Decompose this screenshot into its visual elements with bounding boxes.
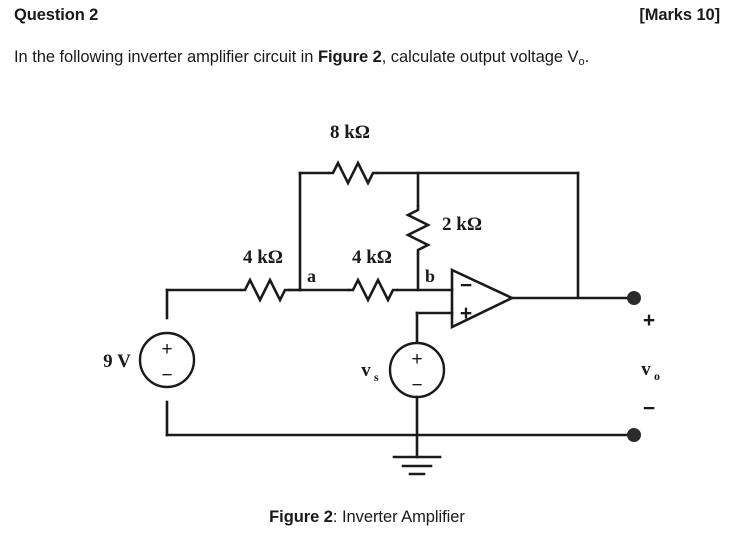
source-9v-plus-sign: + bbox=[161, 339, 172, 360]
marks-badge: [Marks 10] bbox=[639, 6, 720, 24]
output-terminal-positive-dot bbox=[627, 291, 641, 305]
output-voltage-label: v bbox=[641, 359, 651, 380]
question-header: Question 2 [Marks 10] bbox=[14, 6, 720, 30]
source-9v-label: 9 V bbox=[103, 351, 131, 372]
figure-caption-label: Figure 2 bbox=[269, 508, 333, 526]
output-voltage-label-subscript: o bbox=[654, 369, 660, 383]
node-b-label: b bbox=[425, 266, 435, 286]
output-terminal-negative-dot bbox=[627, 428, 641, 442]
source-vs-label: v bbox=[361, 360, 371, 381]
resistor-4k-right-label: 4 kΩ bbox=[352, 247, 392, 268]
node-a-label: a bbox=[307, 266, 316, 286]
question-prompt: In the following inverter amplifier circ… bbox=[14, 44, 720, 72]
resistor-4k-right-symbol bbox=[348, 277, 398, 303]
figure-caption-text: : Inverter Amplifier bbox=[332, 508, 465, 526]
output-minus-sign: − bbox=[643, 397, 655, 420]
resistor-8k-label: 8 kΩ bbox=[330, 122, 370, 143]
resistor-2k-label: 2 kΩ bbox=[442, 214, 482, 235]
voltage-source-9v-body bbox=[138, 331, 196, 389]
output-plus-sign: + bbox=[643, 309, 655, 332]
resistor-4k-left-symbol bbox=[240, 277, 290, 303]
opamp-inverting-input-sign: − bbox=[460, 274, 472, 297]
page-title: Question 2 bbox=[14, 6, 99, 24]
source-vs-plus-sign: + bbox=[411, 349, 422, 370]
prompt-text-lead: In the following inverter amplifier circ… bbox=[14, 48, 318, 66]
prompt-figure-ref: Figure 2 bbox=[317, 48, 382, 66]
source-vs-minus-sign: − bbox=[411, 375, 422, 396]
prompt-output-symbol: V bbox=[567, 48, 579, 66]
source-vs-label-subscript: s bbox=[374, 370, 379, 384]
opamp-noninverting-input-sign: + bbox=[460, 302, 472, 325]
resistor-8k-symbol bbox=[328, 160, 378, 186]
source-9v-minus-sign: − bbox=[161, 365, 172, 386]
prompt-text-tail: , calculate output voltage bbox=[381, 48, 568, 66]
circuit-diagram-svg: + − + − − + 8 kΩ 2 bbox=[103, 122, 660, 476]
figure-caption: Figure 2: Inverter Amplifier bbox=[0, 508, 734, 527]
opamp-triangle bbox=[450, 267, 516, 330]
circuit-figure: + − + − − + 8 kΩ 2 bbox=[0, 112, 734, 492]
prompt-output-subscript: o bbox=[578, 56, 585, 68]
prompt-period: . bbox=[584, 48, 590, 66]
resistor-2k-symbol bbox=[405, 205, 431, 255]
resistor-4k-left-label: 4 kΩ bbox=[243, 247, 283, 268]
